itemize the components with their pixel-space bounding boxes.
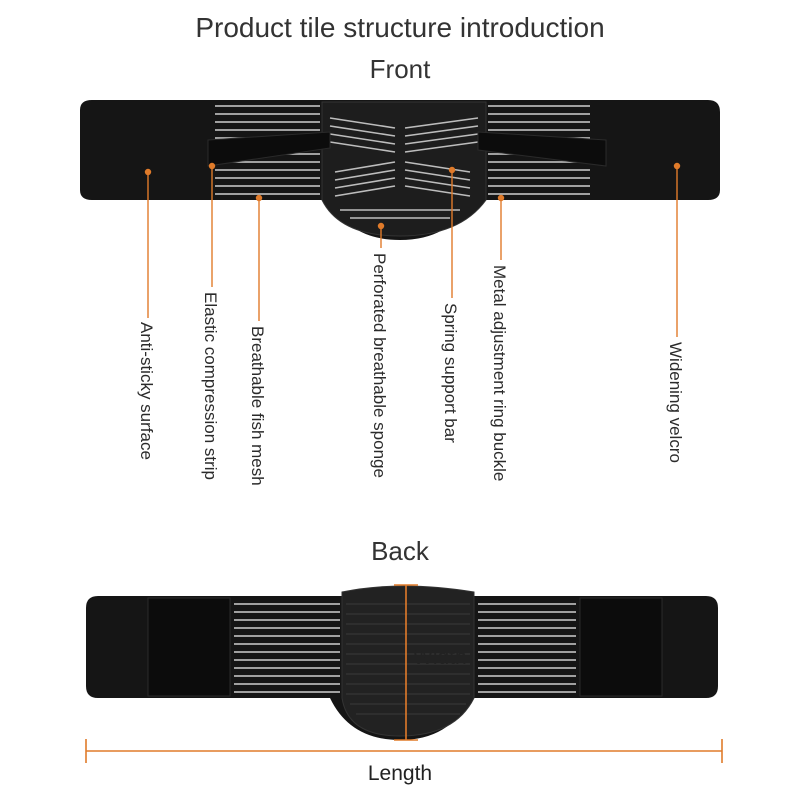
back-mesh-right: [478, 603, 576, 693]
label-breathable-fish-mesh: Breathable fish mesh: [248, 326, 267, 486]
front-heading: Front: [369, 54, 431, 84]
callout-lines: [144, 162, 681, 337]
label-widening-velcro: Widening velcro: [666, 342, 685, 463]
length-dimension: [85, 739, 723, 763]
label-anti-sticky-surface: Anti-sticky surface: [137, 322, 156, 460]
label-perforated-breathable-sponge: Perforated breathable sponge: [370, 253, 389, 478]
width-label: Width: [413, 646, 467, 669]
back-mesh-left: [234, 603, 340, 693]
front-strap-right: [477, 131, 607, 167]
front-center-strips: [329, 117, 479, 219]
label-metal-adjustment-ring-buckle: Metal adjustment ring buckle: [490, 265, 509, 482]
page-title: Product tile structure introduction: [195, 12, 605, 43]
length-label: Length: [367, 762, 433, 785]
label-spring-support-bar: Spring support bar: [441, 303, 460, 443]
back-belt: [86, 585, 718, 740]
back-velcro-left: [147, 597, 231, 697]
back-velcro-right: [579, 597, 663, 697]
label-elastic-compression-strip: Elastic compression strip: [201, 292, 220, 481]
front-belt: [80, 100, 720, 240]
front-strap-left: [207, 131, 331, 167]
front-center-panel: [321, 101, 487, 237]
back-center-perforation: [346, 603, 470, 715]
width-dimension: [394, 584, 418, 741]
back-heading: Back: [371, 536, 429, 566]
